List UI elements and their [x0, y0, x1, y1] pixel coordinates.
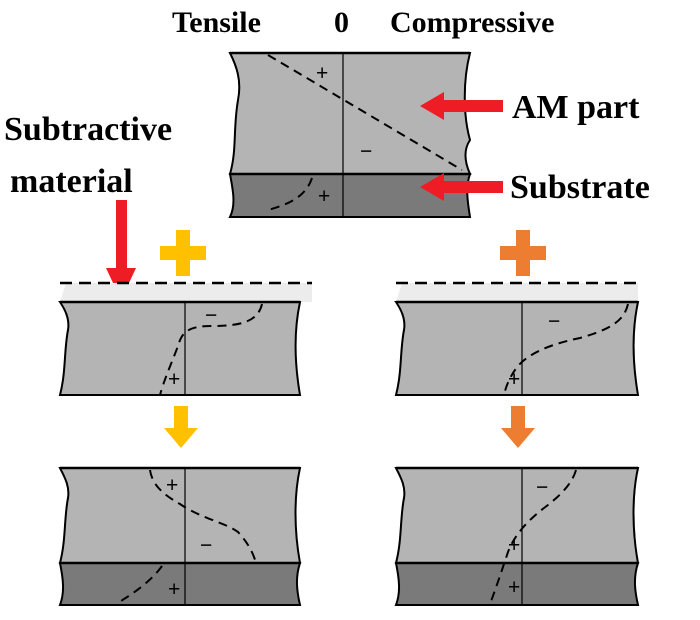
sign-plus: + — [508, 368, 520, 391]
header-zero: 0 — [334, 6, 349, 39]
sign-plus: + — [508, 576, 520, 599]
sign-plus: + — [166, 474, 178, 497]
plus-yellow-icon — [160, 230, 206, 276]
sign-minus: − — [200, 534, 212, 557]
substrate-callout: Substrate — [420, 169, 650, 206]
label-am-part: AM part — [512, 89, 640, 126]
arrow-down-yellow-icon — [164, 406, 198, 448]
sign-plus: + — [318, 185, 330, 208]
sign-plus: + — [168, 578, 180, 601]
sign-plus: + — [316, 62, 328, 85]
am-part-callout: AM part — [420, 89, 640, 126]
arrow-left-red — [420, 173, 503, 201]
sign-minus: − — [205, 304, 217, 327]
sign-plus: + — [508, 534, 520, 557]
top-panel: + − + — [228, 51, 472, 218]
middle-right-panel: − + — [394, 281, 640, 396]
bottom-right-panel: − + + — [394, 466, 640, 606]
arrow-left-red — [420, 92, 503, 120]
label-subtractive: Subtractive — [4, 111, 172, 148]
arrow-down-red — [106, 200, 136, 300]
sign-minus: − — [548, 310, 560, 333]
plus-orange-icon — [500, 230, 546, 276]
sign-plus: + — [168, 368, 180, 391]
sign-minus: − — [360, 140, 372, 163]
header-compressive: Compressive — [390, 6, 554, 39]
stress-profile — [267, 54, 463, 211]
arrow-down-orange-icon — [501, 406, 535, 448]
label-material: material — [10, 163, 133, 200]
middle-left-panel: − + — [58, 281, 312, 396]
header-tensile: Tensile — [172, 6, 261, 39]
label-substrate: Substrate — [510, 169, 650, 206]
bottom-left-panel: + − + — [58, 466, 302, 606]
subtractive-callout: Subtractive material — [4, 111, 172, 300]
sign-minus: − — [536, 476, 548, 499]
